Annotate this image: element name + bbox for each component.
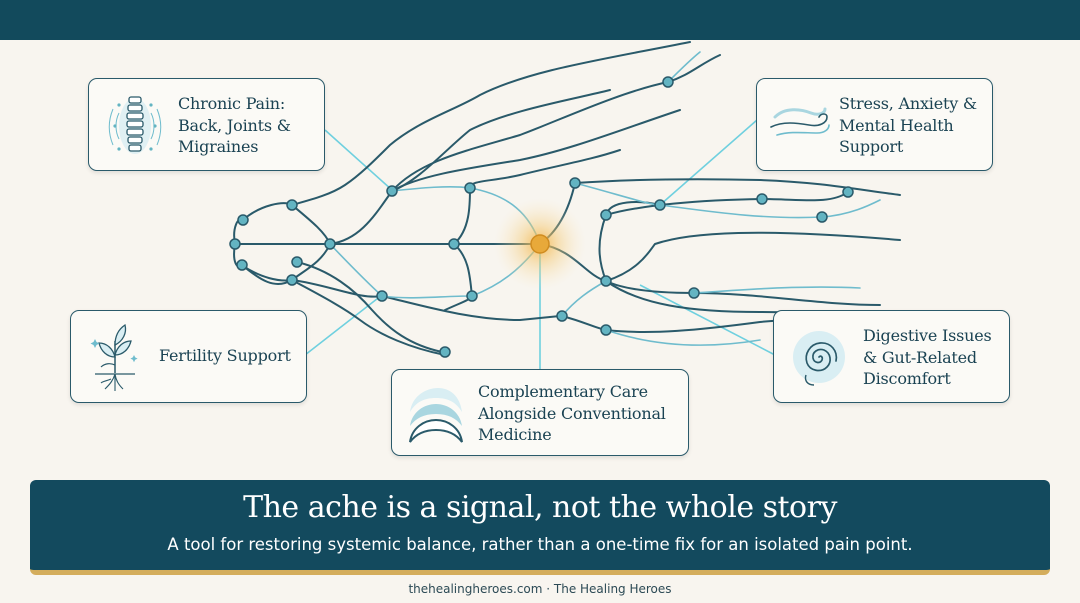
card-label: Chronic Pain: Back, Joints & Migraines xyxy=(178,94,291,156)
card-stress: Stress, Anxiety & Mental Health Support xyxy=(756,78,993,171)
network-nodes xyxy=(229,76,854,358)
card-digestive: Digestive Issues & Gut-Related Discomfor… xyxy=(773,310,1010,403)
banner-subtitle: A tool for restoring systemic balance, r… xyxy=(167,535,913,554)
card-label: Complementary Care Alongside Conventiona… xyxy=(478,382,666,444)
spine-icon xyxy=(108,96,162,154)
banner-title: The ache is a signal, not the whole stor… xyxy=(243,490,837,525)
top-bar xyxy=(0,0,1080,40)
wind-waves-icon xyxy=(770,107,830,136)
card-label: Digestive Issues & Gut-Related Discomfor… xyxy=(863,326,992,388)
crescent-moons-icon xyxy=(409,388,463,443)
card-label: Stress, Anxiety & Mental Health Support xyxy=(839,94,977,156)
summary-banner: The ache is a signal, not the whole stor… xyxy=(30,480,1050,575)
card-complementary: Complementary Care Alongside Conventiona… xyxy=(391,369,689,456)
card-fertility: Fertility Support xyxy=(70,310,307,403)
footer-credit: thehealingheroes.com · The Healing Heroe… xyxy=(408,582,672,596)
card-chronic-pain: Chronic Pain: Back, Joints & Migraines xyxy=(88,78,325,171)
center-node xyxy=(530,234,550,254)
spiral-icon xyxy=(793,331,845,386)
sprout-icon xyxy=(90,323,138,391)
card-label: Fertility Support xyxy=(159,346,291,365)
